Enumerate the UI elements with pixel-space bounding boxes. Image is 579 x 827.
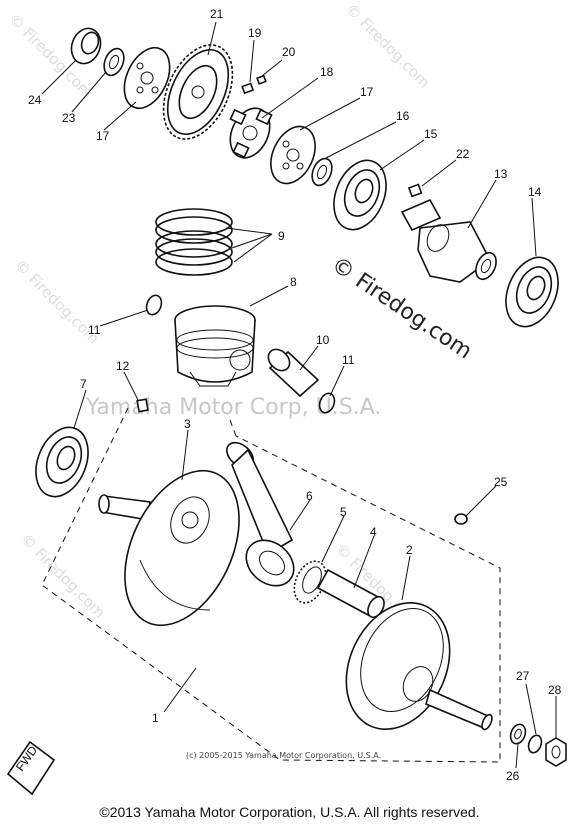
callout-11-lower: 11: [342, 353, 355, 367]
callout-10: 10: [316, 333, 330, 347]
watermark-bottom-left: © Firedog.com: [17, 530, 109, 622]
part-26-washer: [509, 723, 527, 745]
callout-6: 6: [306, 489, 313, 503]
callout-13: 13: [494, 167, 508, 181]
part-28-nut: [545, 737, 567, 767]
part-11-clip-upper: [145, 294, 163, 316]
copyright-footer: ©2013 Yamaha Motor Corporation, U.S.A. A…: [99, 804, 480, 820]
callout-19: 19: [248, 26, 262, 40]
part-21-sprocket: [162, 44, 234, 140]
callout-15: 15: [424, 127, 438, 141]
part-15-bearing: [333, 159, 387, 231]
callout-7: 7: [80, 377, 87, 391]
callout-14: 14: [528, 185, 542, 199]
callout-9: 9: [278, 229, 285, 243]
callout-27: 27: [516, 669, 530, 683]
leader-lines: [41, 21, 557, 769]
part-17-plate-left: [123, 46, 171, 110]
callout-17-right: 17: [360, 85, 374, 99]
callout-26: 26: [506, 769, 520, 783]
callout-16: 16: [396, 109, 410, 123]
part-25-key: [454, 513, 468, 525]
part-19-key: [241, 82, 255, 95]
callout-17-left: 17: [96, 129, 110, 143]
part-3-crank-left: [98, 469, 240, 627]
part-9-piston-rings: [155, 208, 233, 276]
callout-12: 12: [116, 359, 130, 373]
callout-23: 23: [62, 111, 76, 125]
part-10-piston-pin: [267, 348, 320, 398]
part-16-washer: [311, 157, 333, 187]
part-11-clip-lower: [318, 392, 336, 414]
part-27-lock-washer: [527, 734, 543, 754]
part-13-crank-right: [400, 198, 497, 283]
part-14-bearing: [505, 256, 559, 328]
part-17-plate-right: [270, 125, 316, 185]
small-copyright: (c) 2005-2015 Yamaha Motor Corporation, …: [186, 751, 381, 760]
part-23-washer: [103, 47, 125, 77]
part-7-bearing: [35, 426, 89, 498]
callout-18: 18: [320, 65, 334, 79]
part-4-crank-pin: [316, 568, 385, 619]
part-8-piston: [174, 305, 256, 387]
assembly-outline: [41, 407, 501, 763]
part-12-key: [136, 398, 149, 413]
callout-8: 8: [290, 275, 297, 289]
callout-11-upper: 11: [88, 323, 101, 337]
callout-2: 2: [406, 543, 413, 557]
callout-22: 22: [456, 147, 470, 161]
callout-1: 1: [152, 711, 159, 725]
callout-5: 5: [340, 505, 347, 519]
fwd-arrow-icon: FWD: [6, 740, 56, 796]
callout-24: 24: [28, 93, 42, 107]
callout-4: 4: [370, 525, 377, 539]
callout-3: 3: [184, 417, 191, 431]
part-22-key: [407, 183, 423, 198]
callout-25: 25: [494, 475, 508, 489]
callout-28: 28: [548, 683, 562, 697]
callout-20: 20: [282, 45, 296, 59]
part-2-crank-right: [345, 602, 493, 731]
part-20-spring: [256, 74, 267, 85]
watermark-top-right: © Firedog.com: [342, 0, 434, 92]
part-18-hub: [229, 107, 273, 159]
part-6-connecting-rod: [226, 441, 295, 587]
callout-labels: 21 19 20 18 17 16 15 22 13 14 24 23 17 9…: [28, 7, 562, 783]
callout-21: 21: [210, 7, 224, 21]
part-24-oil-seal: [70, 27, 102, 65]
watermark-center: Yamaha Motor Corp, U.S.A.: [85, 395, 381, 420]
